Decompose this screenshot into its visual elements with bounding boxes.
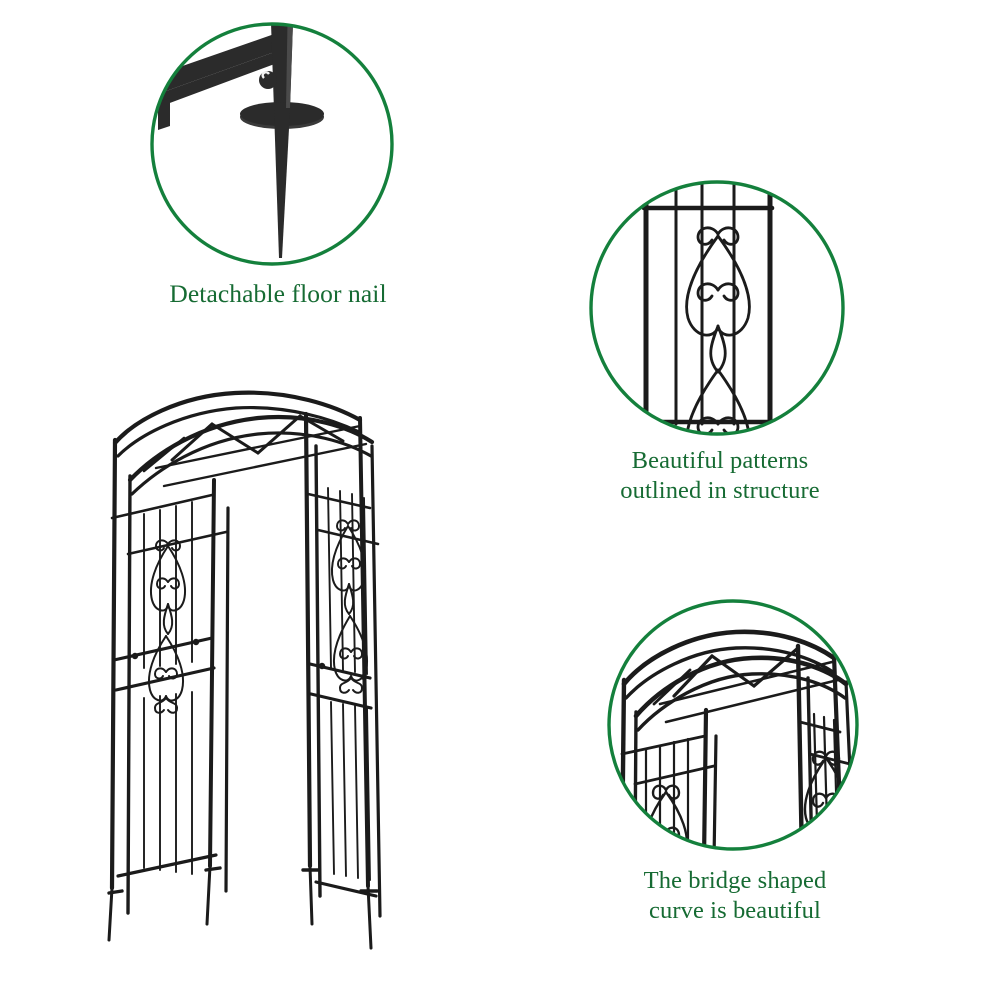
feature-callout-pattern xyxy=(584,172,854,444)
scroll-ornament xyxy=(685,226,751,374)
scroll-ornament xyxy=(643,784,689,849)
scroll-ornament xyxy=(150,539,186,635)
scroll-ornament xyxy=(148,635,184,714)
hero-product-image xyxy=(60,368,410,968)
pattern-closeup-art xyxy=(641,182,775,434)
caption-detachable-floor-nail: Detachable floor nail xyxy=(169,279,387,308)
caption-bridge-shaped-curve: The bridge shaped curve is beautiful xyxy=(643,867,827,924)
curve-closeup-art xyxy=(619,629,856,849)
nail-closeup-art xyxy=(152,24,324,258)
callout-ring xyxy=(607,599,859,851)
callout-ring xyxy=(150,22,394,266)
circle-callout-icon xyxy=(607,599,859,851)
feature-callout-nail xyxy=(148,14,408,284)
scroll-ornament xyxy=(333,615,368,694)
garden-arch-illustration xyxy=(107,390,382,950)
caption-beautiful-patterns: Beautiful patterns outlined in structure xyxy=(620,447,820,504)
callout-ring xyxy=(589,180,845,436)
circle-callout-icon xyxy=(150,22,394,266)
circle-callout-icon xyxy=(589,180,845,436)
scroll-ornament xyxy=(331,519,366,615)
feature-callout-curve xyxy=(602,594,868,860)
